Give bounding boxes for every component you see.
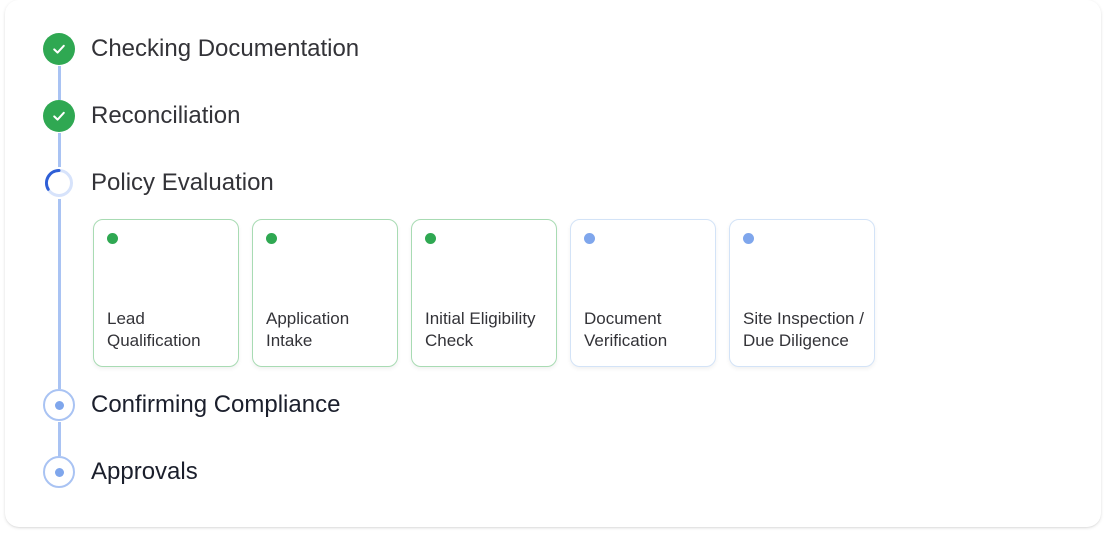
- substep-card-document-verification[interactable]: Document Verification: [570, 219, 716, 367]
- timeline-track-segment: [58, 66, 61, 100]
- step-label: Policy Evaluation: [91, 169, 274, 196]
- step-confirming-compliance[interactable]: Confirming Compliance: [43, 388, 340, 422]
- check-icon: [43, 33, 75, 65]
- step-approvals[interactable]: Approvals: [43, 455, 198, 489]
- timeline-track-segment: [58, 422, 61, 456]
- workflow-progress-card: Checking Documentation Reconciliation Po…: [5, 0, 1101, 527]
- pending-dot-icon: [43, 456, 75, 488]
- step-label: Reconciliation: [91, 102, 241, 129]
- timeline-track-segment: [58, 133, 61, 167]
- step-reconciliation[interactable]: Reconciliation: [43, 99, 240, 133]
- substep-card-site-inspection[interactable]: Site Inspection / Due Diligence: [729, 219, 875, 367]
- substep-label: Lead Qualification: [107, 309, 201, 350]
- substep-label: Site Inspection / Due Diligence: [743, 309, 864, 350]
- pending-dot-icon: [43, 389, 75, 421]
- substep-label: Document Verification: [584, 309, 668, 350]
- substep-label: Application Intake: [266, 309, 350, 350]
- status-dot-icon: [584, 233, 595, 244]
- check-icon: [43, 100, 75, 132]
- step-label: Approvals: [91, 458, 198, 485]
- timeline-track-segment: [58, 199, 61, 389]
- step-checking-documentation[interactable]: Checking Documentation: [43, 32, 359, 66]
- status-dot-icon: [743, 233, 754, 244]
- spinner-icon: [43, 167, 75, 199]
- status-dot-icon: [266, 233, 277, 244]
- substep-card-application-intake[interactable]: Application Intake: [252, 219, 398, 367]
- step-policy-evaluation[interactable]: Policy Evaluation: [43, 166, 274, 200]
- policy-evaluation-substeps: Lead Qualification Application Intake In…: [93, 219, 875, 367]
- status-dot-icon: [107, 233, 118, 244]
- step-label: Checking Documentation: [91, 35, 360, 62]
- substep-card-lead-qualification[interactable]: Lead Qualification: [93, 219, 239, 367]
- substep-label: Initial Eligibility Check: [425, 309, 536, 350]
- status-dot-icon: [425, 233, 436, 244]
- step-label: Confirming Compliance: [91, 391, 341, 418]
- substep-card-initial-eligibility-check[interactable]: Initial Eligibility Check: [411, 219, 557, 367]
